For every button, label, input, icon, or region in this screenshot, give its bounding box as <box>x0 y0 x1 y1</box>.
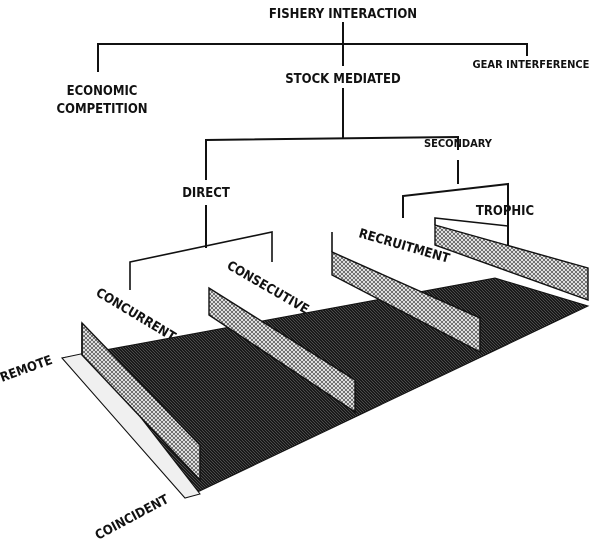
consecutive-panel <box>208 286 356 414</box>
level2-bar <box>205 135 459 180</box>
concurrent-label: CONCURRENT <box>93 286 178 345</box>
direct-label: DIRECT <box>182 186 230 201</box>
level1-bar <box>97 43 528 72</box>
recruitment-panel <box>331 250 481 354</box>
labels: FISHERY INTERACTION ECONOMIC COMPETITION… <box>0 7 590 544</box>
panel-frames <box>129 217 509 290</box>
coincident-label: COINCIDENT <box>93 492 172 543</box>
secondary-bar <box>402 182 509 246</box>
secondary-label: SECONDARY <box>424 137 493 150</box>
tree-connectors <box>97 22 528 248</box>
economic-label-line2: COMPETITION <box>56 102 147 117</box>
gear-interference-label: GEAR INTERFERENCE <box>473 58 590 71</box>
root-label: FISHERY INTERACTION <box>269 7 417 22</box>
trophic-panel <box>434 224 589 301</box>
floor-edge-remote <box>61 351 201 499</box>
economic-label-line1: ECONOMIC <box>67 84 138 99</box>
trophic-label: TROPHIC <box>476 204 534 219</box>
stock-mediated-label: STOCK MEDIATED <box>285 72 401 87</box>
panels <box>81 224 589 482</box>
remote-label: REMOTE <box>0 353 55 386</box>
direct-frame <box>129 231 273 290</box>
